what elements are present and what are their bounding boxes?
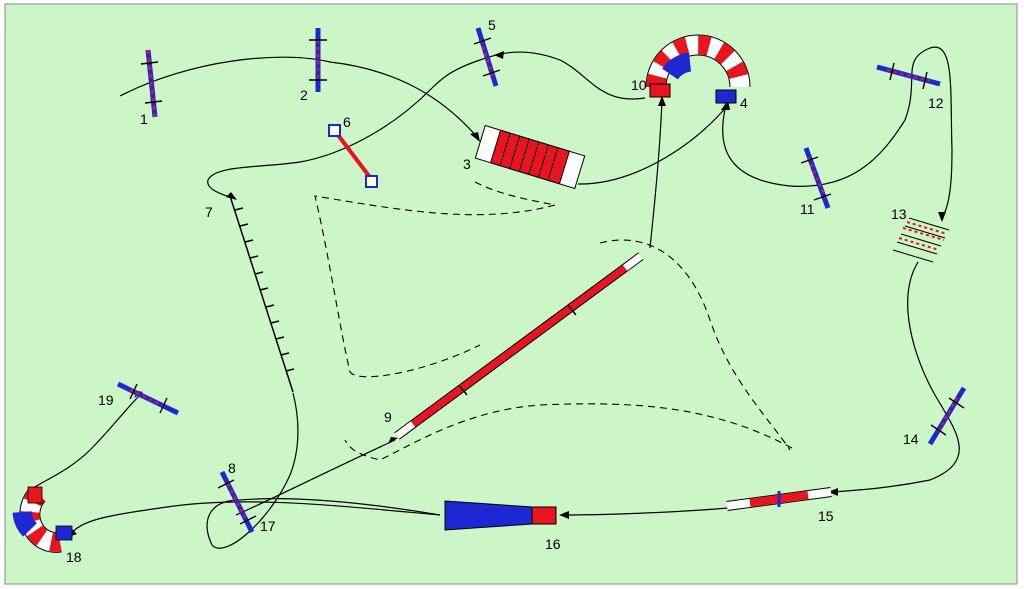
obstacle-12-jump — [876, 62, 941, 90]
label-1: 1 — [140, 111, 148, 127]
obstacle-11-jump — [800, 147, 832, 209]
obstacle-14-jump — [927, 386, 967, 446]
label-7: 7 — [205, 204, 213, 220]
obstacle-18-tunnel — [12, 486, 73, 553]
label-4: 4 — [740, 95, 748, 111]
obstacle-6-tire — [328, 124, 378, 188]
label-11: 11 — [800, 201, 815, 217]
label-18: 18 — [66, 549, 82, 565]
obstacle-7-weave-poles — [229, 195, 295, 393]
obstacle-5-jump — [473, 27, 501, 87]
label-12: 12 — [928, 95, 944, 111]
obstacle-8-17-jump — [217, 470, 257, 534]
obstacle-19-jump — [116, 381, 180, 416]
obstacle-9-dog-walk — [394, 252, 644, 440]
label-14: 14 — [903, 431, 919, 447]
label-17: 17 — [260, 518, 276, 534]
label-6: 6 — [343, 114, 351, 130]
obstacle-2-jump — [309, 28, 327, 92]
label-13: 13 — [891, 206, 907, 222]
obstacle-10-4-tunnel — [645, 34, 751, 104]
obstacle-1-jump — [140, 49, 163, 118]
label-19: 19 — [98, 392, 114, 408]
obstacle-3-tire-tunnel — [474, 124, 586, 190]
label-2: 2 — [300, 87, 308, 103]
obstacle-13-long-jump — [892, 217, 950, 263]
label-16: 16 — [545, 536, 561, 552]
label-5: 5 — [488, 17, 496, 33]
handler-path — [29, 46, 960, 549]
label-3: 3 — [463, 156, 471, 172]
dashed-guides — [314, 181, 793, 461]
label-8: 8 — [228, 460, 236, 476]
obstacle-16-collapsed-tunnel — [444, 500, 557, 531]
label-15: 15 — [818, 508, 834, 524]
obstacle-labels: 1 2 3 4 5 6 7 8 9 10 11 12 13 14 15 16 1… — [66, 17, 944, 565]
label-9: 9 — [384, 409, 392, 425]
obstacle-15-see-saw — [726, 487, 832, 511]
field — [4, 3, 1018, 585]
label-10: 10 — [631, 77, 647, 93]
